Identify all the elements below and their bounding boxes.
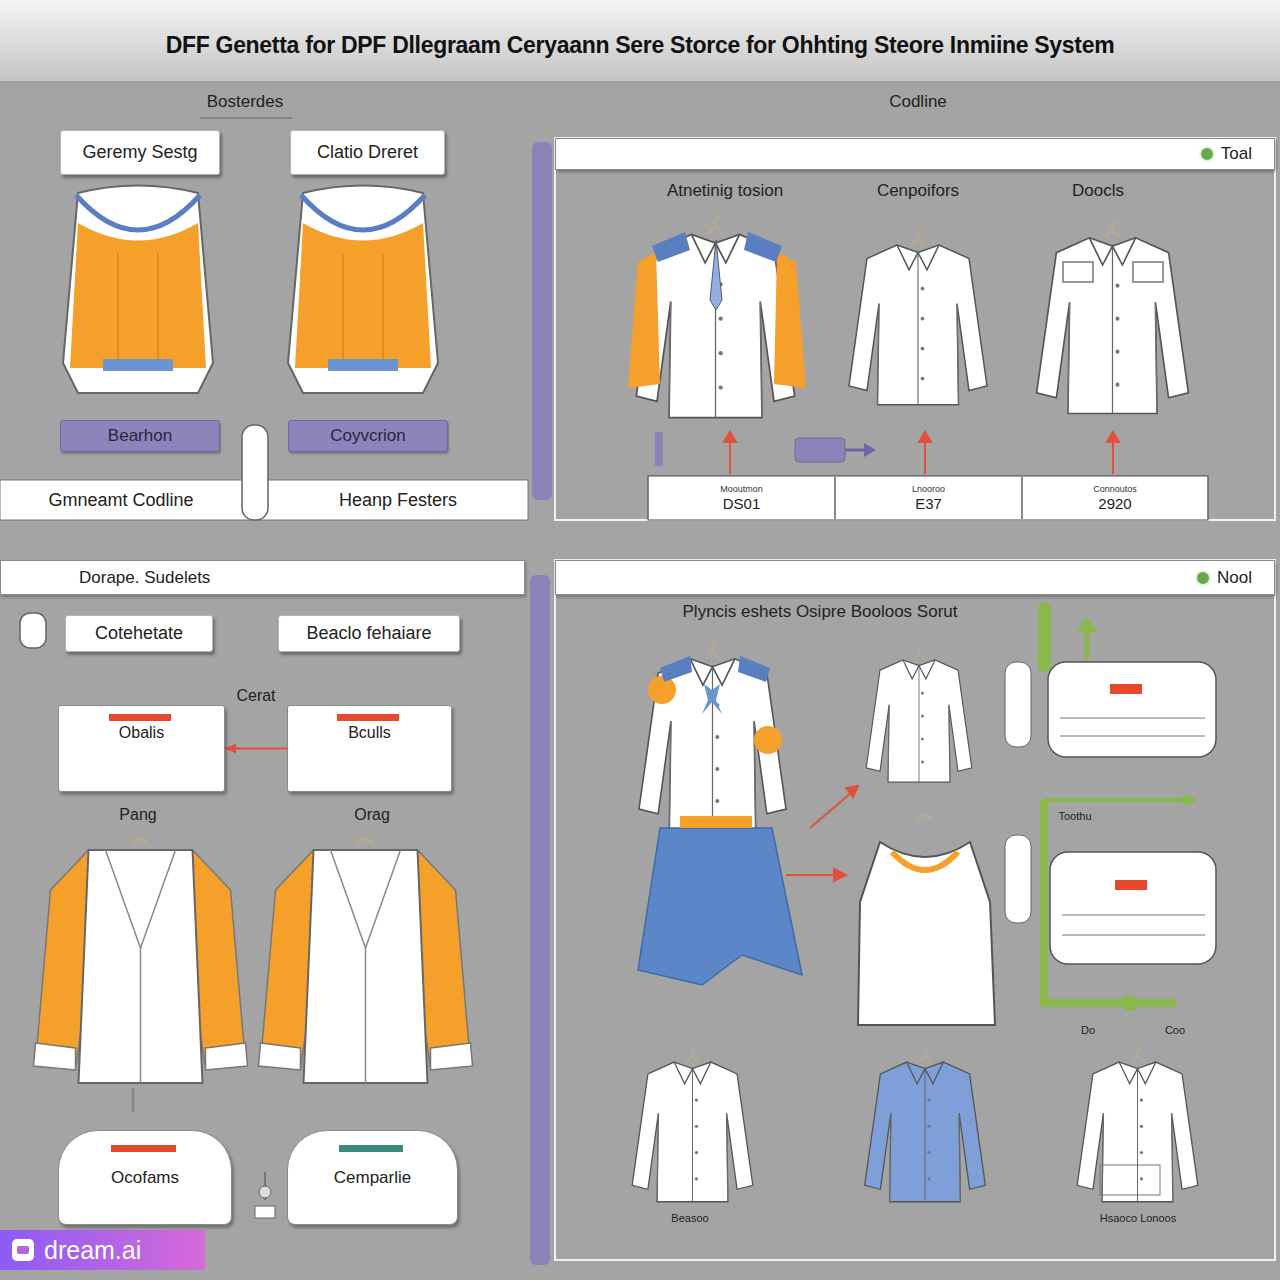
node-text: DS01 <box>723 495 761 512</box>
arrow-head <box>225 744 236 754</box>
status-dot <box>1195 570 1211 586</box>
text-label: Do <box>1081 1024 1095 1037</box>
status-box: Obalis <box>58 705 225 792</box>
node-text: Lnooroo <box>912 484 945 494</box>
header-box: Geremy Sestg <box>60 130 220 175</box>
option-box: Cotehetate <box>65 615 213 652</box>
node-text: Bculls <box>348 724 391 742</box>
tag-strip <box>339 1145 403 1152</box>
node-text: Coyvcrion <box>330 426 406 446</box>
option-box: Beaclo fehaiare <box>278 615 460 652</box>
text-label: Hsaoco Lonoos <box>1100 1212 1176 1225</box>
node-text: Gmneamt Codline <box>48 490 193 511</box>
node-text: Toal <box>1221 144 1252 164</box>
text-label: Plyncis eshets Osipre Booloos Sorut <box>683 602 958 622</box>
text-label: Atnetinig tosion <box>667 181 783 201</box>
node-text: Mooutmon <box>720 484 763 494</box>
status-dot <box>1199 146 1215 162</box>
node-text: Beaclo fehaiare <box>306 623 431 644</box>
node-text: Clatio Dreret <box>317 142 418 163</box>
text-label: Toothu <box>1058 810 1091 823</box>
text-label: Bosterdes <box>207 92 284 112</box>
node-text: Dorape. Sudelets <box>79 568 210 588</box>
node-text: Nool <box>1217 568 1252 588</box>
panel-header: Nool <box>555 560 1275 595</box>
text-label: Doocls <box>1072 181 1124 201</box>
edge-label: Cerat <box>233 687 278 705</box>
connector-arrow <box>225 744 287 754</box>
band-cell: Heanp Festers <box>269 482 527 518</box>
node-text: Connoutos <box>1093 484 1137 494</box>
node-text: E37 <box>915 495 942 512</box>
text-label: Cenpoifors <box>877 181 959 201</box>
status-box: Bculls <box>287 705 452 792</box>
diagram-title: DFF Genetta for DPF Dllegraam Ceryaann S… <box>0 32 1280 59</box>
node-text: 2920 <box>1098 495 1131 512</box>
node-text: Obalis <box>119 724 164 742</box>
node-text: Geremy Sestg <box>82 142 197 163</box>
header-box: Clatio Dreret <box>290 130 445 175</box>
tag-strip <box>111 1145 176 1152</box>
node-text: Cemparlie <box>334 1168 411 1188</box>
table-cell: MooutmonDS01 <box>648 477 835 519</box>
node-text: Heanp Festers <box>339 490 457 511</box>
panel-header: Dorape. Sudelets <box>0 560 525 595</box>
node-text: Cotehetate <box>95 623 183 644</box>
text-label: Beasoo <box>671 1212 708 1225</box>
tag-strip <box>109 714 172 721</box>
node-text: Ocofams <box>111 1168 179 1188</box>
band-cell: Gmneamt Codline <box>1 482 241 518</box>
panel-header: Toal <box>555 138 1275 170</box>
text-label: Codline <box>889 92 947 112</box>
category-button: Coyvcrion <box>288 420 448 452</box>
table-cell: LnoorooE37 <box>835 477 1022 519</box>
node-text: Bearhon <box>108 426 172 446</box>
tag-strip <box>337 714 399 721</box>
table-cell: Connoutos2920 <box>1022 477 1208 519</box>
rounded-box: Ocofams <box>58 1130 232 1225</box>
category-button: Bearhon <box>60 420 220 452</box>
watermark: dream.ai <box>44 1236 141 1265</box>
text-label: Orag <box>354 806 390 824</box>
text-label: Pang <box>119 806 156 824</box>
rounded-box: Cemparlie <box>287 1130 458 1225</box>
text-label: Coo <box>1165 1024 1185 1037</box>
